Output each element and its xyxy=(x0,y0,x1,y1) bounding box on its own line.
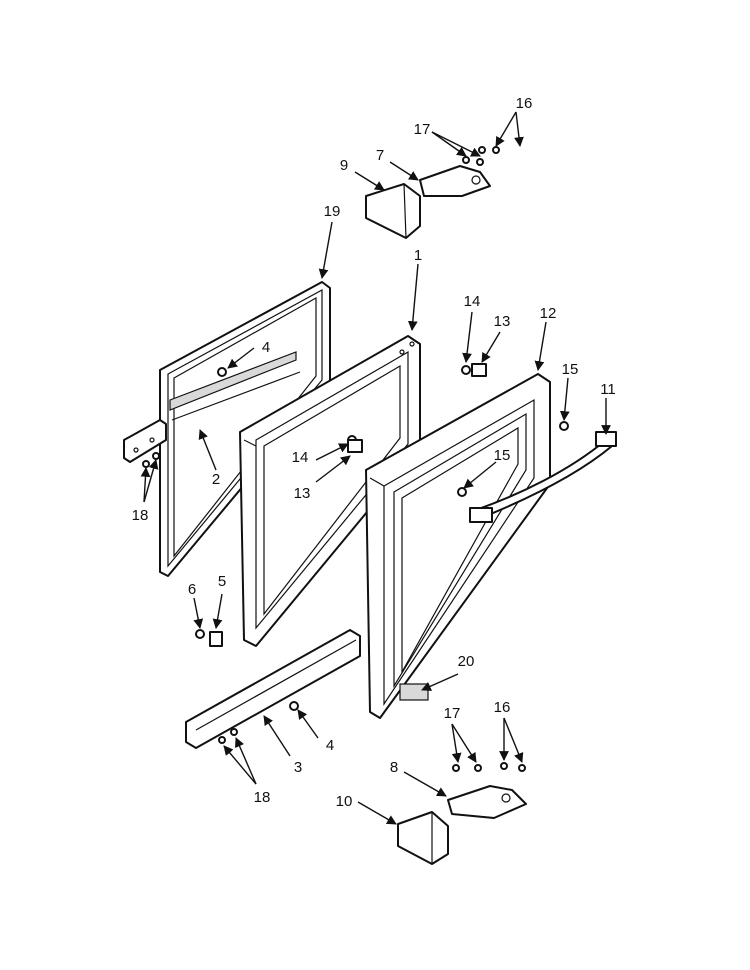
callout-9: 9 xyxy=(340,157,348,174)
callout-1: 1 xyxy=(414,247,422,264)
callout-5: 5 xyxy=(218,573,226,590)
callout-7: 7 xyxy=(376,147,384,164)
callout-3: 3 xyxy=(294,759,302,776)
callout-12: 12 xyxy=(540,305,557,322)
callout-11: 11 xyxy=(600,381,616,398)
callout-2: 2 xyxy=(212,471,220,488)
callout-4: 4 xyxy=(262,339,270,356)
bottom-hinge-part xyxy=(447,785,527,819)
callout-18: 18 xyxy=(132,507,149,524)
bottom-hinge-cover-part xyxy=(397,811,449,865)
leader-lines xyxy=(140,111,611,825)
bottom-rail-part xyxy=(185,629,361,749)
callout-19: 19 xyxy=(324,203,341,220)
callout-16: 16 xyxy=(494,699,511,716)
callout-15: 15 xyxy=(494,447,511,464)
callout-10: 10 xyxy=(336,793,353,810)
callout-20: 20 xyxy=(458,653,475,670)
callout-18: 18 xyxy=(254,789,271,806)
callout-13: 13 xyxy=(494,313,511,330)
top-hinge-cover-part xyxy=(365,183,421,239)
hinge-bracket-left-part xyxy=(123,419,167,463)
callout-17: 17 xyxy=(414,121,431,138)
callout-6: 6 xyxy=(188,581,196,598)
top-hinge-part xyxy=(419,165,491,197)
callout-8: 8 xyxy=(390,759,398,776)
callout-14: 14 xyxy=(464,293,481,310)
hardware-screws xyxy=(142,146,569,772)
callout-16: 16 xyxy=(516,95,533,112)
callout-14: 14 xyxy=(292,449,309,466)
door-handle-part xyxy=(469,431,617,523)
callout-13: 13 xyxy=(294,485,311,502)
callout-4: 4 xyxy=(326,737,334,754)
callout-17: 17 xyxy=(444,705,461,722)
callout-15: 15 xyxy=(562,361,579,378)
callout-labels: 16 17 7 9 19 1 14 13 12 4 15 11 14 15 2 … xyxy=(132,95,616,810)
